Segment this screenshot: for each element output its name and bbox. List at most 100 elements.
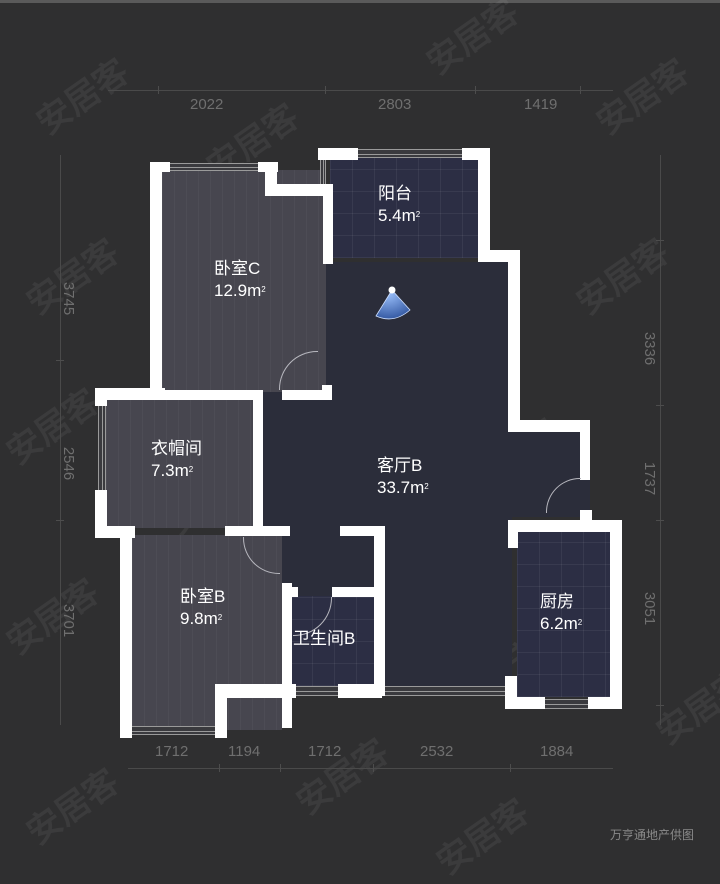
window (132, 726, 215, 735)
wall (508, 420, 588, 432)
watermark: 安居客 (430, 792, 536, 883)
top-dimension-line (108, 90, 613, 91)
dimension-tick (656, 705, 664, 706)
room-name: 衣帽间 (151, 439, 202, 458)
room-name: 卫生间B (293, 629, 356, 648)
dimension-tick (373, 764, 374, 772)
room-label-bedroom-c: 卧室C 12.9m2 (214, 258, 266, 302)
room-label-living-room: 客厅B 33.7m2 (377, 455, 429, 499)
window (98, 406, 106, 490)
dimension-tick (656, 240, 664, 241)
wall (150, 162, 170, 172)
room-name: 阳台 (378, 184, 412, 203)
dimension-bottom-2: 1194 (228, 743, 261, 760)
wall (332, 587, 382, 597)
window (320, 160, 326, 184)
image-credit: 万亨通地产供图 (609, 828, 694, 842)
room-name: 客厅B (377, 456, 423, 475)
dimension-left-3: 3701 (60, 603, 78, 638)
room-area: 7.3m2 (151, 461, 194, 480)
dimension-tick (158, 86, 159, 94)
wall (588, 697, 622, 709)
dimension-tick (219, 764, 220, 772)
wall (282, 684, 296, 698)
wall (508, 520, 620, 532)
dimension-bottom-5: 1884 (540, 743, 574, 760)
room-name: 卧室C (214, 259, 261, 278)
dimension-tick (56, 520, 64, 521)
wall (318, 148, 358, 160)
window (170, 163, 258, 171)
wall (150, 390, 262, 400)
watermark: 安居客 (590, 52, 696, 143)
dimension-top-3: 1419 (524, 96, 558, 113)
wall (215, 684, 227, 738)
window (296, 686, 338, 696)
dimension-left-2: 2546 (60, 446, 78, 481)
window (545, 699, 588, 709)
cloakroom-floor (106, 400, 258, 528)
watermark: 安居客 (20, 762, 126, 853)
room-area: 33.7m2 (377, 478, 429, 497)
room-label-bedroom-b: 卧室B 9.8m2 (180, 586, 225, 630)
kitchen-floor (517, 532, 613, 697)
room-area: 6.2m2 (540, 614, 583, 633)
wall (338, 684, 382, 698)
wall (508, 520, 518, 548)
watermark: 安居客 (30, 52, 136, 143)
wall (580, 420, 590, 480)
dimension-bottom-3: 1712 (308, 743, 342, 760)
dimension-tick (580, 86, 581, 94)
wall (505, 697, 545, 709)
wall (610, 520, 622, 708)
wall (282, 390, 332, 400)
dimension-bottom-1: 1712 (155, 743, 189, 760)
wall (478, 148, 490, 258)
watermark: 安居客 (0, 572, 106, 663)
dimension-tick (656, 520, 664, 521)
wall (580, 510, 592, 522)
dimension-tick (510, 764, 511, 772)
wall (478, 250, 510, 262)
room-area: 12.9m2 (214, 281, 266, 300)
room-name: 卧室B (180, 587, 226, 606)
wall (95, 388, 107, 406)
dimension-right-1: 3336 (641, 331, 659, 366)
wall (253, 390, 263, 536)
room-label-kitchen: 厨房 6.2m2 (540, 591, 582, 635)
room-name: 厨房 (540, 592, 574, 611)
bottom-dimension-line (128, 768, 613, 769)
wall (322, 385, 332, 400)
dimension-tick (656, 405, 664, 406)
dimension-tick (475, 86, 476, 94)
room-label-bathroom-b: 卫生间B (293, 628, 355, 650)
dimension-tick (325, 86, 326, 94)
wall (120, 526, 132, 738)
dimension-top-1: 2022 (190, 96, 224, 113)
watermark: 安居客 (420, 0, 526, 83)
room-area: 5.4m2 (378, 206, 421, 225)
room-label-cloakroom: 衣帽间 7.3m2 (151, 438, 202, 482)
top-edge-strip (0, 0, 720, 3)
wall (215, 684, 290, 698)
dimension-left-1: 3745 (60, 281, 78, 316)
watermark: 安居客 (290, 732, 396, 823)
room-area: 9.8m2 (180, 609, 223, 628)
dimension-tick (280, 764, 281, 772)
wall (95, 388, 165, 400)
wall (323, 184, 333, 264)
left-dimension-line (60, 155, 61, 725)
window (358, 149, 462, 158)
wall (150, 162, 162, 400)
wall (286, 587, 298, 597)
wall (374, 526, 385, 696)
watermark: 安居客 (0, 382, 106, 473)
wall (265, 184, 333, 196)
dimension-tick (56, 360, 64, 361)
view-direction-icon (375, 286, 411, 320)
window (385, 686, 505, 696)
dimension-right-3: 3051 (641, 591, 659, 626)
wall (508, 250, 520, 432)
dimension-top-2: 2803 (378, 96, 412, 113)
wall (282, 583, 292, 728)
